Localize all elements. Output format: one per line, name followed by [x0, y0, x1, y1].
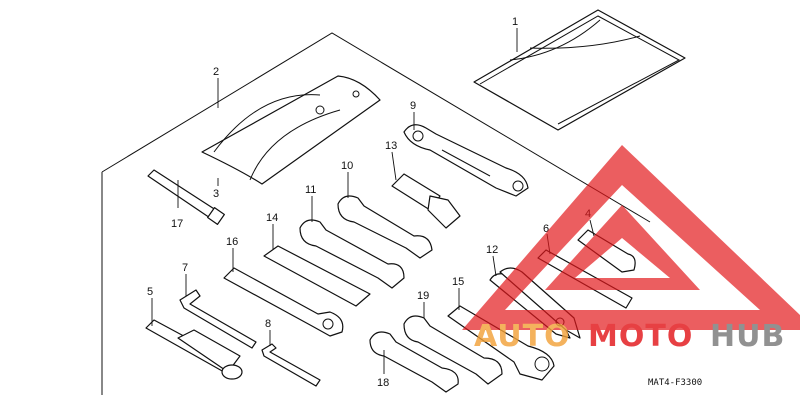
callout-9: 9	[410, 100, 416, 112]
callout-1: 1	[512, 16, 518, 28]
callout-2: 2	[213, 66, 219, 78]
callout-labels: 1 2 3 4 5 6 7 8 9 10 11 12 13 14 15 16 1…	[147, 16, 591, 389]
callout-7: 7	[182, 262, 188, 274]
callout-17: 17	[171, 218, 183, 230]
watermark-triangle-large	[462, 145, 800, 330]
hex-wrench-large-part	[179, 289, 257, 349]
callout-14: 14	[266, 212, 278, 224]
screwdriver-handle-part	[223, 267, 344, 337]
callout-18: 18	[377, 377, 389, 389]
watermark-text-moto: MOTO	[588, 319, 693, 354]
hex-wrench-small-part	[261, 343, 321, 387]
open-end-wrench-18-part	[369, 331, 459, 393]
tool-tray-outline	[101, 32, 651, 395]
callout-8: 8	[265, 318, 271, 330]
tool-pouch-part	[201, 75, 381, 185]
ring-wrench-part	[403, 124, 529, 197]
callout-15: 15	[452, 276, 464, 288]
callout-3: 3	[213, 188, 219, 200]
watermark-triangle-small	[545, 205, 700, 290]
open-end-wrench-19-part	[403, 315, 503, 385]
tool-bag-part	[473, 9, 686, 131]
callout-5: 5	[147, 286, 153, 298]
callout-12: 12	[486, 244, 498, 256]
watermark-text-auto: AUTO	[474, 319, 571, 354]
socket-part	[391, 173, 461, 229]
callout-13: 13	[385, 140, 397, 152]
callout-6: 6	[543, 223, 549, 235]
callout-16: 16	[226, 236, 238, 248]
extension-bar-part	[147, 169, 225, 225]
watermark-logo: AUTO MOTO HUB	[462, 145, 800, 354]
drawing-code: MAT4-F3300	[648, 378, 702, 388]
callout-19: 19	[417, 290, 429, 302]
watermark-text-hub: HUB	[710, 319, 785, 354]
spark-plug-wrench-part	[145, 319, 243, 380]
leader-lines	[151, 28, 595, 374]
callout-11: 11	[305, 184, 316, 196]
callout-10: 10	[341, 160, 353, 172]
open-end-wrench-11-part	[299, 219, 405, 289]
